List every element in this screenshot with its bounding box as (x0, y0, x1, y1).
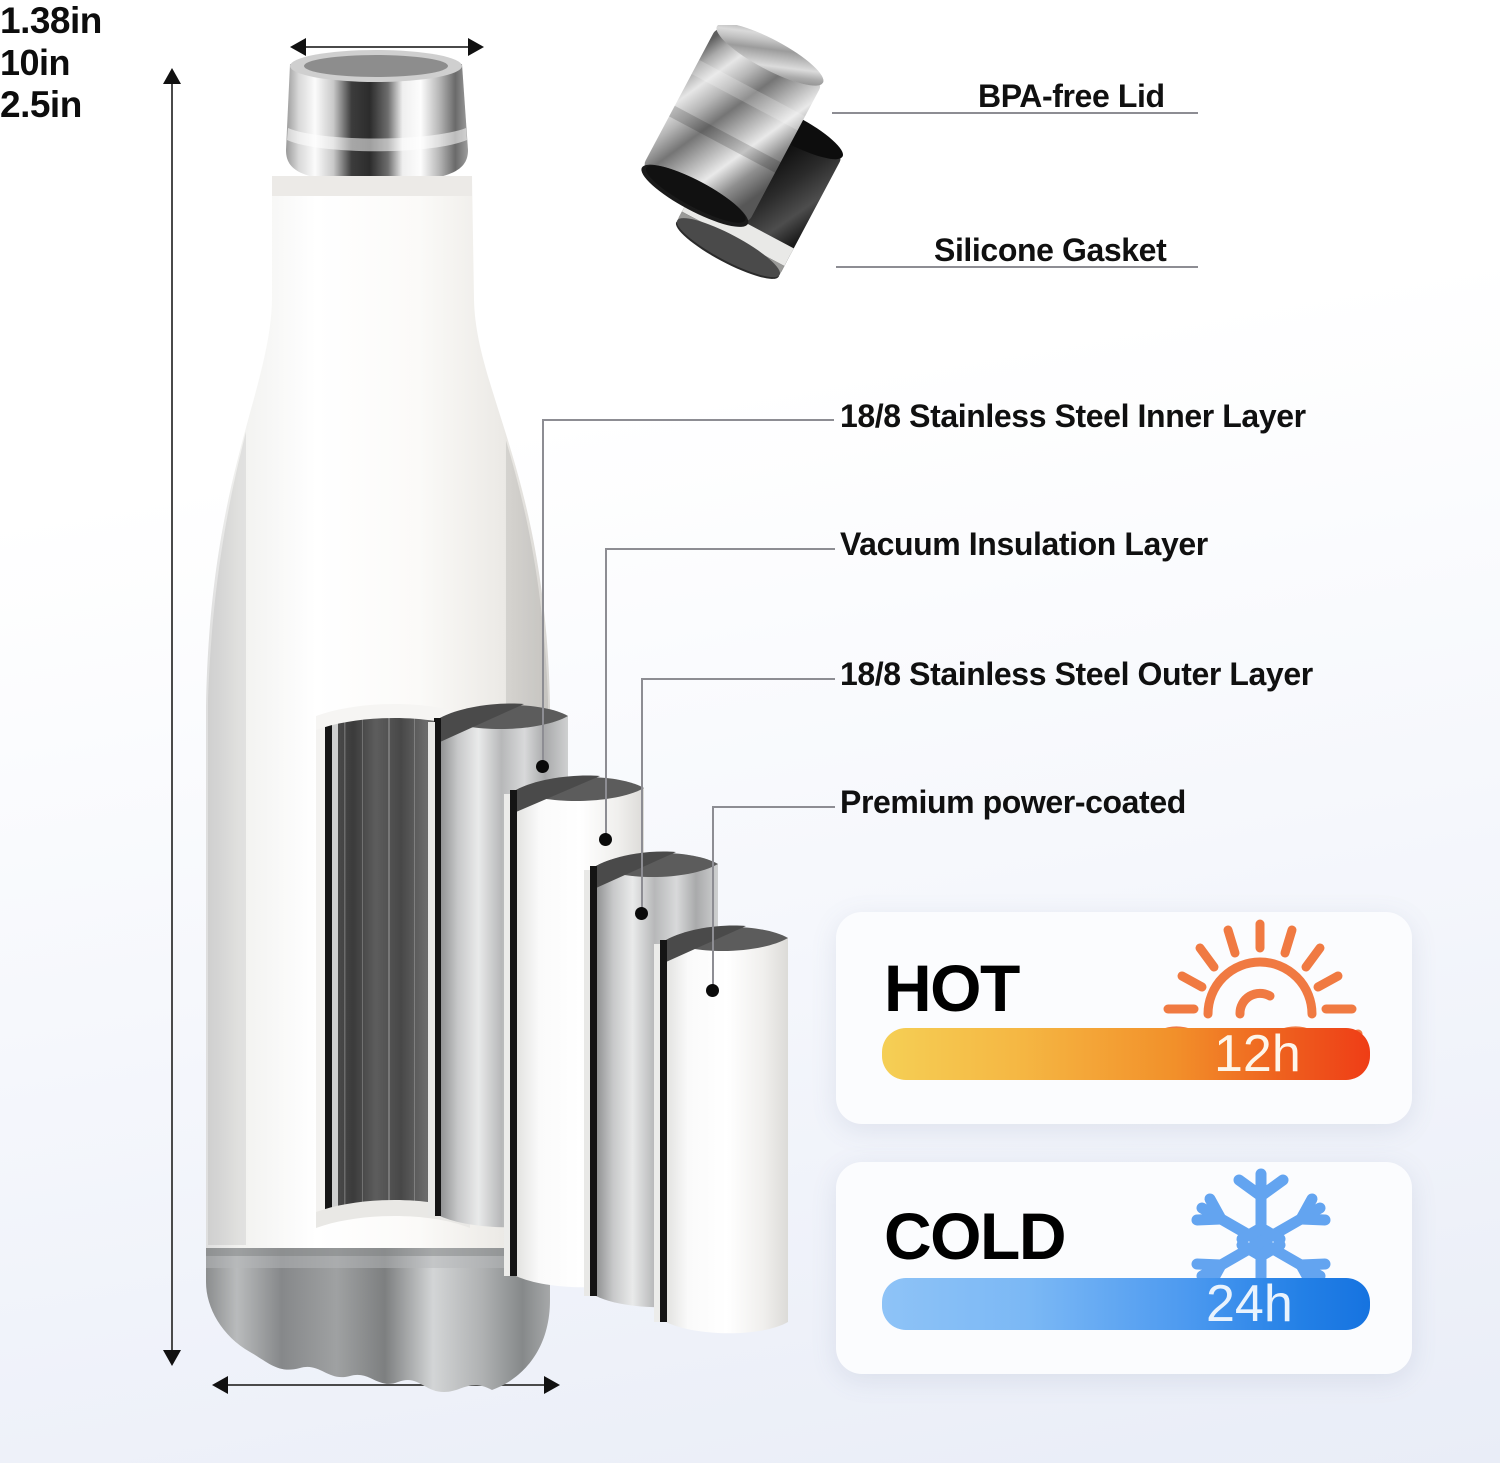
dimension-top-width-label: 1.38in (0, 0, 102, 41)
detached-lid-illustration (641, 25, 843, 279)
dimension-bottom-width-label: 2.5in (0, 84, 82, 125)
callout-vacuum-layer-leader-horizontal (605, 548, 835, 550)
callout-outer-layer-dot (635, 907, 648, 920)
hot-duration-bar (882, 1028, 1370, 1080)
cold-duration-bar (882, 1278, 1370, 1330)
dimension-height-arrow-up (163, 68, 181, 84)
callout-inner-layer-label: 18/8 Stainless Steel Inner Layer (840, 398, 1306, 434)
cold-label: COLD (884, 1199, 1066, 1273)
callout-vacuum-layer-leader-vertical (605, 548, 607, 840)
callout-outer-layer-label: 18/8 Stainless Steel Outer Layer (840, 656, 1313, 692)
callout-inner-layer-leader-vertical (542, 419, 544, 767)
callout-inner-layer-leader-horizontal (542, 419, 834, 421)
dimension-height-arrow-down (163, 1350, 181, 1366)
hot-duration-label: 12h (1214, 1025, 1301, 1083)
hot-performance-card: HOT 12h (836, 912, 1412, 1124)
callout-bpa-free-lid-leader (832, 112, 1198, 114)
dimension-height-line (171, 82, 173, 1354)
callout-powder-coat-leader-horizontal (712, 806, 835, 808)
cold-duration-label: 24h (1206, 1275, 1293, 1333)
callout-vacuum-layer-label: Vacuum Insulation Layer (840, 526, 1208, 562)
dimension-top-arrow-right (468, 38, 484, 56)
callout-powder-coat-leader-vertical (712, 806, 714, 986)
layer-powder-coat (654, 925, 788, 1334)
callout-bpa-free-lid-label: BPA-free Lid (978, 78, 1165, 114)
dimension-bottom-arrow-left (212, 1376, 228, 1394)
callout-vacuum-layer-dot (599, 833, 612, 846)
callout-inner-layer-dot (536, 760, 549, 773)
callout-powder-coat-dot (706, 984, 719, 997)
dimension-top-line (300, 46, 474, 48)
dimension-bottom-line (224, 1384, 548, 1386)
callout-silicone-gasket-leader (836, 266, 1198, 268)
callout-outer-layer-leader-horizontal (641, 678, 835, 680)
callout-outer-layer-leader-vertical (641, 678, 643, 914)
dimension-top-arrow-left (290, 38, 306, 56)
bottle-cutaway-illustration (206, 50, 788, 1392)
dimension-bottom-arrow-right (544, 1376, 560, 1394)
callout-silicone-gasket-label: Silicone Gasket (934, 232, 1167, 268)
dimension-height-label: 10in (0, 42, 71, 83)
hot-label: HOT (884, 951, 1020, 1025)
cold-performance-card: COLD (836, 1162, 1412, 1374)
callout-powder-coat-label: Premium power-coated (840, 784, 1186, 820)
